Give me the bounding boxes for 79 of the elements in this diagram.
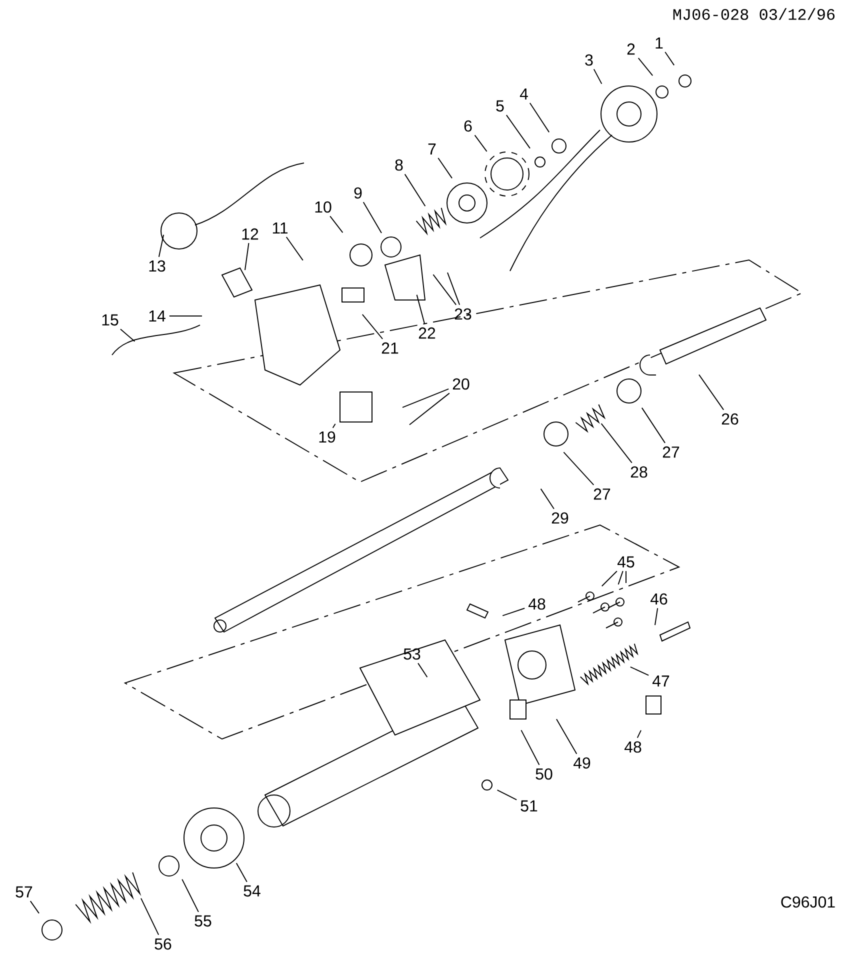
leader-line [654, 608, 658, 626]
callout-number: 2 [627, 43, 635, 55]
callout-number: 48 [624, 741, 642, 753]
callout-number: 48 [528, 598, 546, 610]
callout-number: 8 [395, 159, 403, 171]
callout-number: 3 [585, 54, 593, 66]
callout-number: 49 [573, 757, 590, 769]
callout-number: 28 [630, 466, 648, 478]
callout-number: 5 [496, 100, 504, 112]
leader-line [330, 216, 344, 233]
callout-number: 9 [354, 187, 362, 199]
leader-line [520, 730, 540, 766]
leader-line [641, 407, 666, 444]
leader-line [286, 236, 304, 261]
leader-line [402, 388, 450, 408]
leader-line [474, 134, 488, 152]
callout-number: 4 [520, 88, 528, 100]
leader-line [418, 662, 428, 678]
leader-line [438, 158, 452, 179]
callout-number: 7 [428, 144, 436, 155]
leader-line [120, 328, 136, 342]
leader-line [158, 234, 164, 258]
callout-number: 21 [382, 342, 398, 354]
leader-line [244, 242, 250, 271]
callout-number: 15 [102, 314, 118, 326]
callout-number: 20 [452, 378, 470, 390]
leader-line [630, 666, 650, 676]
leader-line [540, 488, 554, 510]
callout-number: 57 [16, 886, 32, 898]
leader-line [182, 878, 199, 912]
callout-number: 45 [617, 556, 634, 568]
leader-line [698, 374, 724, 410]
leader-line [638, 58, 654, 76]
callout-number: 47 [652, 676, 670, 686]
leader-line [404, 174, 426, 207]
leader-line [416, 294, 426, 324]
callout-number: 27 [594, 488, 610, 500]
callout-number: 14 [149, 310, 166, 322]
leader-line [362, 202, 382, 234]
leader-line [496, 790, 518, 800]
leader-line [506, 114, 530, 149]
callout-number: 54 [244, 885, 260, 897]
leader-line [636, 730, 642, 738]
leader-line [502, 608, 526, 616]
leader-line [563, 452, 594, 486]
leader-line [30, 900, 40, 914]
leader-line [593, 68, 602, 84]
leader-line [432, 274, 457, 306]
drawing-code: C96J01 [781, 896, 835, 908]
callout-number: 55 [194, 915, 212, 927]
callout-number: 51 [520, 800, 538, 812]
callout-number: 1 [656, 38, 663, 49]
callout-number: 6 [464, 120, 472, 132]
leader-line [362, 314, 384, 340]
leader-line [140, 898, 160, 936]
leader-line [447, 272, 460, 306]
leader-line [409, 392, 450, 426]
leader-line [556, 718, 578, 754]
callout-number: 27 [662, 446, 680, 458]
leader-line [601, 570, 618, 587]
leader-line [664, 52, 675, 66]
callout-number: 23 [454, 308, 472, 320]
leader-line [332, 423, 336, 428]
callout-number: 13 [149, 260, 166, 272]
callout-number: 46 [650, 593, 668, 605]
callout-number: 26 [722, 413, 738, 425]
leader-line [600, 423, 632, 464]
leader-line [618, 570, 624, 585]
callout-number: 56 [154, 938, 172, 950]
callout-number: 29 [552, 512, 568, 524]
leader-line [236, 862, 248, 882]
drawing-code: MJ06-028 03/12/96 [673, 8, 835, 20]
callout-number: 50 [536, 768, 552, 780]
callout-number: 19 [319, 431, 336, 443]
callout-number: 12 [242, 228, 258, 240]
callout-number: 22 [418, 327, 436, 339]
callout-number: 11 [272, 222, 288, 234]
callout-number: 10 [315, 201, 332, 213]
leader-line [529, 102, 550, 133]
